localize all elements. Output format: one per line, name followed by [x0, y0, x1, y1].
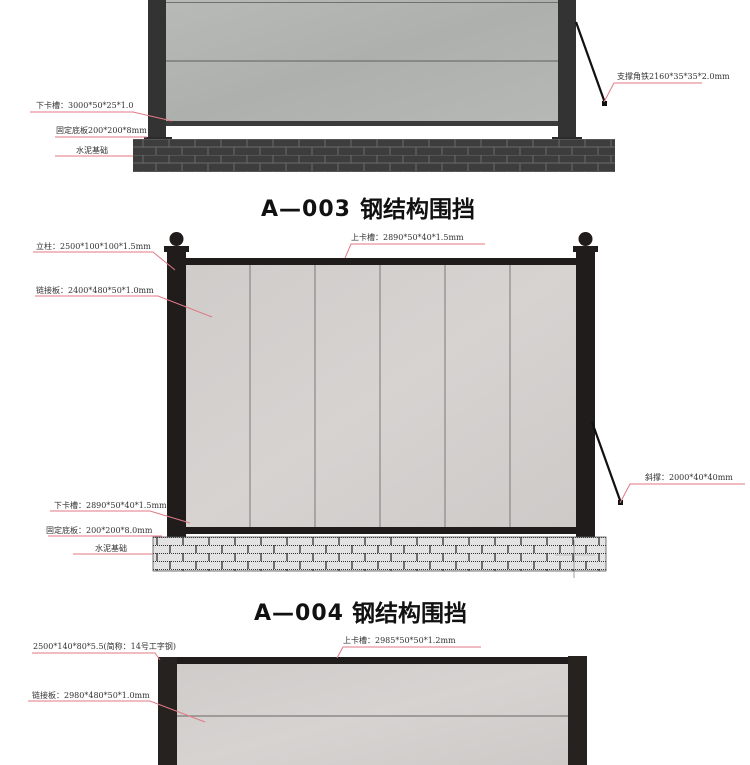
label-top-channel-a004: 上卡槽：2985*50*50*1.2mm [343, 635, 456, 645]
title-code-a004: A—004 [254, 601, 344, 626]
leader-lines-a003 [33, 243, 745, 555]
post-right-a002 [558, 0, 576, 139]
label-foundation-a003: 水泥基础 [95, 543, 127, 553]
post-left-a002 [148, 0, 166, 139]
leader-lines-a002 [30, 82, 702, 157]
label-brace-a002: 支撑角铁2160*35*35*2.0mm [617, 71, 730, 81]
post-left-a003 [167, 251, 186, 538]
label-panel-a004: 链接板：2980*480*50*1.0mm [32, 690, 150, 700]
top-channel-a004 [170, 657, 572, 664]
title-code-a003: A—003 [261, 197, 351, 222]
label-bottom-channel-a003: 下卡槽：2890*50*40*1.5mm [54, 500, 167, 510]
bottom-channel-a003 [183, 527, 578, 534]
title-name-a003: 钢结构围挡 [360, 196, 475, 223]
foundation-a002 [133, 139, 615, 172]
fence-a003-drawing [152, 232, 623, 578]
fence-a004-drawing [158, 656, 587, 765]
label-post-a003: 立柱：2500*100*100*1.5mm [36, 241, 151, 251]
post-right-a003 [576, 251, 595, 538]
post-right-a004 [568, 656, 587, 765]
label-brace-a003: 斜撑：2000*40*40mm [645, 472, 733, 482]
label-base-plate-a003: 固定底板：200*200*8.0mm [46, 525, 153, 535]
label-top-channel-a003: 上卡槽：2890*50*40*1.5mm [351, 232, 464, 242]
top-channel-a003 [183, 258, 578, 265]
label-foundation-a002: 水泥基础 [76, 145, 108, 155]
brace-a003 [590, 421, 623, 504]
fence-a002-drawing [133, 0, 615, 172]
label-bottom-channel-a002: 下卡槽：3000*50*25*1.0 [36, 100, 133, 110]
title-name-a004: 钢结构围挡 [352, 600, 467, 627]
foundation-a003 [152, 536, 607, 572]
bottom-channel-a002 [165, 121, 558, 126]
leader-lines-a004 [28, 646, 481, 723]
panel-a004 [176, 664, 569, 765]
brace-a002 [574, 21, 607, 104]
label-post-a004: 2500*140*80*5.5(简称：14号工字钢) [33, 641, 176, 651]
label-panel-a003: 链接板：2400*480*50*1.0mm [36, 285, 154, 295]
post-left-a004 [158, 657, 177, 765]
label-base-plate-a002: 固定底板200*200*8mm [56, 125, 147, 135]
